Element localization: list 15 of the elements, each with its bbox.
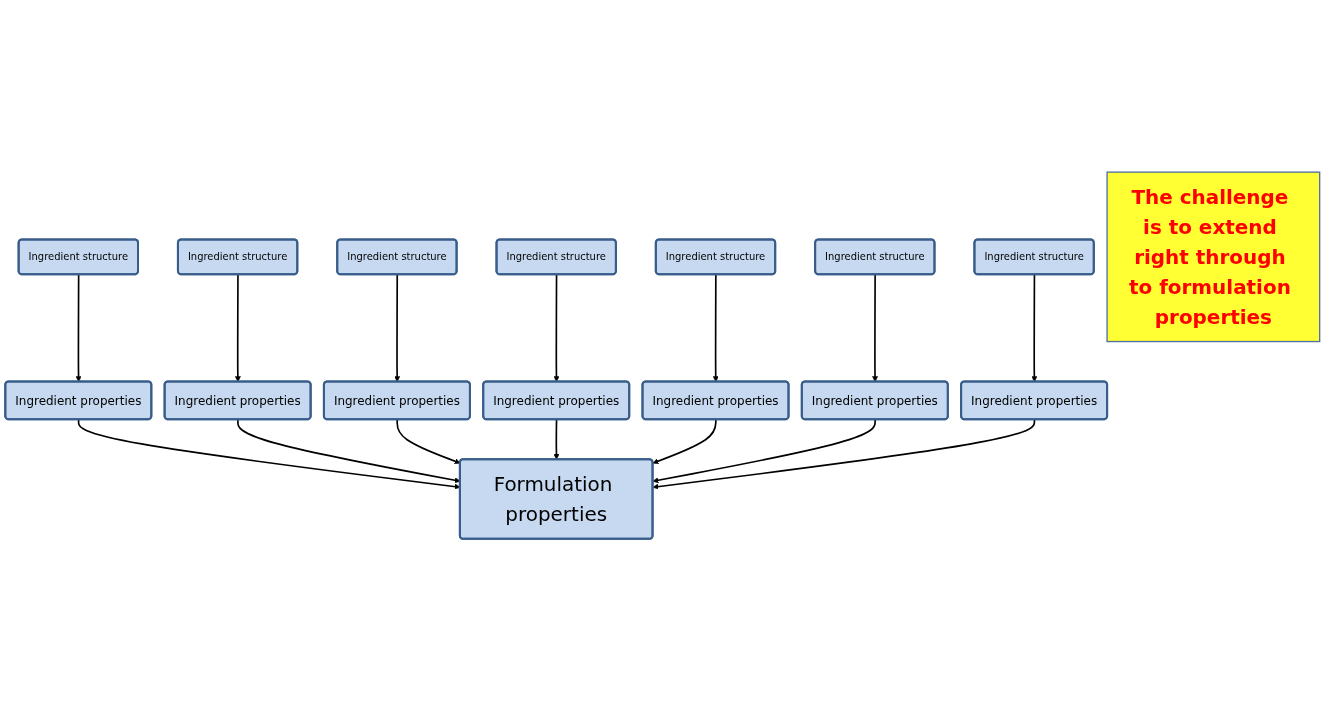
arrow (652, 418, 876, 484)
arrow (652, 418, 1036, 490)
arrow (396, 418, 461, 465)
arrow (712, 273, 719, 382)
arrow (237, 418, 461, 484)
arrow (77, 418, 461, 490)
arrow (75, 273, 82, 382)
arrow (394, 273, 401, 382)
arrow (872, 273, 878, 382)
arrow (652, 418, 717, 465)
arrow (234, 273, 241, 382)
arrow (553, 273, 560, 382)
arrow (553, 418, 560, 460)
node-box: The challenge is to extend right through to formulation properties (1106, 171, 1321, 343)
arrow (1031, 273, 1038, 382)
